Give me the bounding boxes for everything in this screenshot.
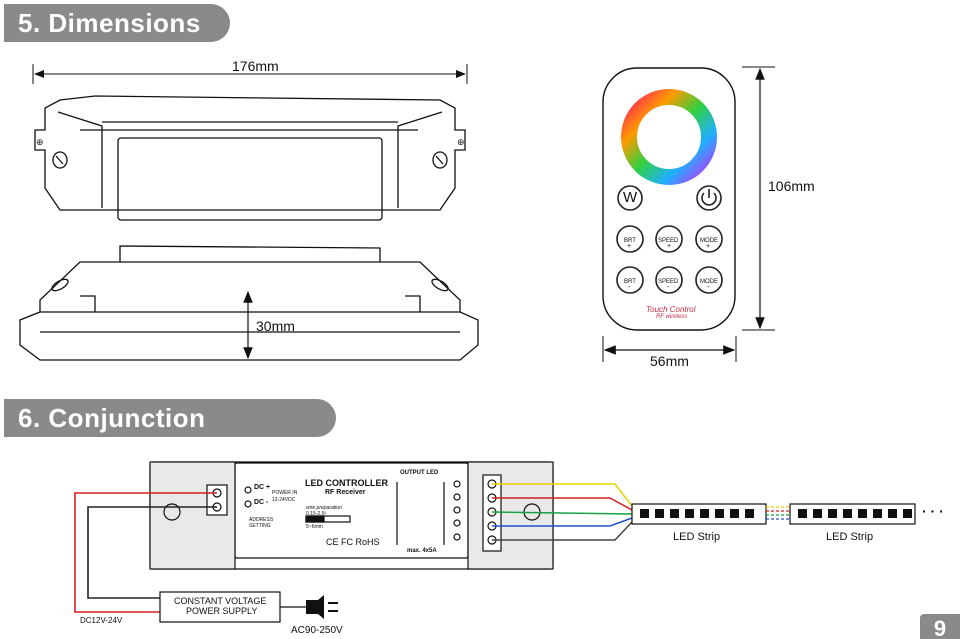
psu-line2: POWER SUPPLY [186, 606, 258, 616]
led-strip-2 [789, 503, 916, 525]
remote-btn-label: MODE [700, 238, 718, 244]
page-number-badge: 9 [920, 614, 960, 639]
led-strip-1 [631, 503, 767, 525]
controller-side-view [19, 245, 479, 361]
wire-prep-label: wire preparation [306, 505, 342, 511]
remote-btn-sign: + [706, 243, 711, 250]
remote-btn-label: BRT [624, 279, 636, 285]
dim-remote-height [742, 66, 775, 331]
ac-voltage-label: AC90-250V [291, 625, 343, 636]
dim-length [32, 64, 468, 84]
output-wires [491, 483, 633, 541]
remote-brand: Touch Control [646, 305, 696, 314]
power-in-label: POWER IN [272, 490, 298, 496]
remote-btn-sign: - [707, 284, 710, 291]
controller-module [149, 461, 554, 570]
remote-btn-sign: - [667, 284, 670, 291]
power-wires [74, 492, 217, 613]
remote-sub: RF wireless [656, 314, 688, 320]
section-title-conjunction: 6. Conjunction Diagram [4, 399, 336, 471]
dc-minus-label: DC - [254, 499, 269, 506]
wire-size-label: 0.15-2.5² [306, 511, 327, 517]
dc-plus-label: DC + [254, 484, 271, 491]
remote-w-button: W [623, 189, 638, 206]
strip-length-label: 5~6mm [306, 524, 323, 530]
svg-text:⊕: ⊕ [36, 137, 44, 147]
remote-btn-label: BRT [624, 238, 636, 244]
dim-length-label: 176mm [232, 58, 279, 74]
cert-label: CE FC RoHS [326, 537, 380, 547]
remote-btn-sign: + [667, 243, 672, 250]
power-range-label: 12-24VDC [272, 497, 296, 503]
max-current-label: max. 4x5A [407, 548, 437, 554]
remote-btn-label: MODE [700, 279, 718, 285]
dim-remote-width-label: 56mm [650, 353, 689, 369]
power-icon [701, 192, 717, 206]
output-led-label: OUTPUT LED [400, 470, 439, 476]
led-strip-label-1: LED Strip [673, 531, 721, 543]
controller-title: LED CONTROLLER [305, 478, 388, 488]
remote-btn-label: SPEED [658, 238, 679, 244]
strip-continuation: · · · [922, 503, 944, 519]
dim-remote-width [602, 336, 737, 362]
dim-remote-height-label: 106mm [768, 178, 815, 194]
strip-link-wires [766, 506, 790, 520]
svg-text:⊕: ⊕ [457, 137, 465, 147]
remote-control [602, 67, 736, 331]
controller-top-view: ⊕ ⊕ [34, 95, 466, 221]
remote-btn-sign: + [627, 243, 632, 250]
led-strip-label-2: LED Strip [826, 531, 874, 543]
remote-btn-label: SPEED [658, 279, 679, 285]
psu-line1: CONSTANT VOLTAGE [174, 596, 267, 606]
dim-height-label: 30mm [256, 318, 295, 334]
remote-btn-sign: - [628, 284, 631, 291]
dc-voltage-label: DC12V-24V [80, 616, 123, 625]
address-label: ADDRESS [249, 517, 274, 523]
setting-label: SETTING [249, 523, 271, 529]
power-supply [159, 591, 338, 623]
section-title-dimensions: 5. Dimensions [4, 4, 230, 42]
controller-subtitle: RF Receiver [325, 489, 366, 496]
